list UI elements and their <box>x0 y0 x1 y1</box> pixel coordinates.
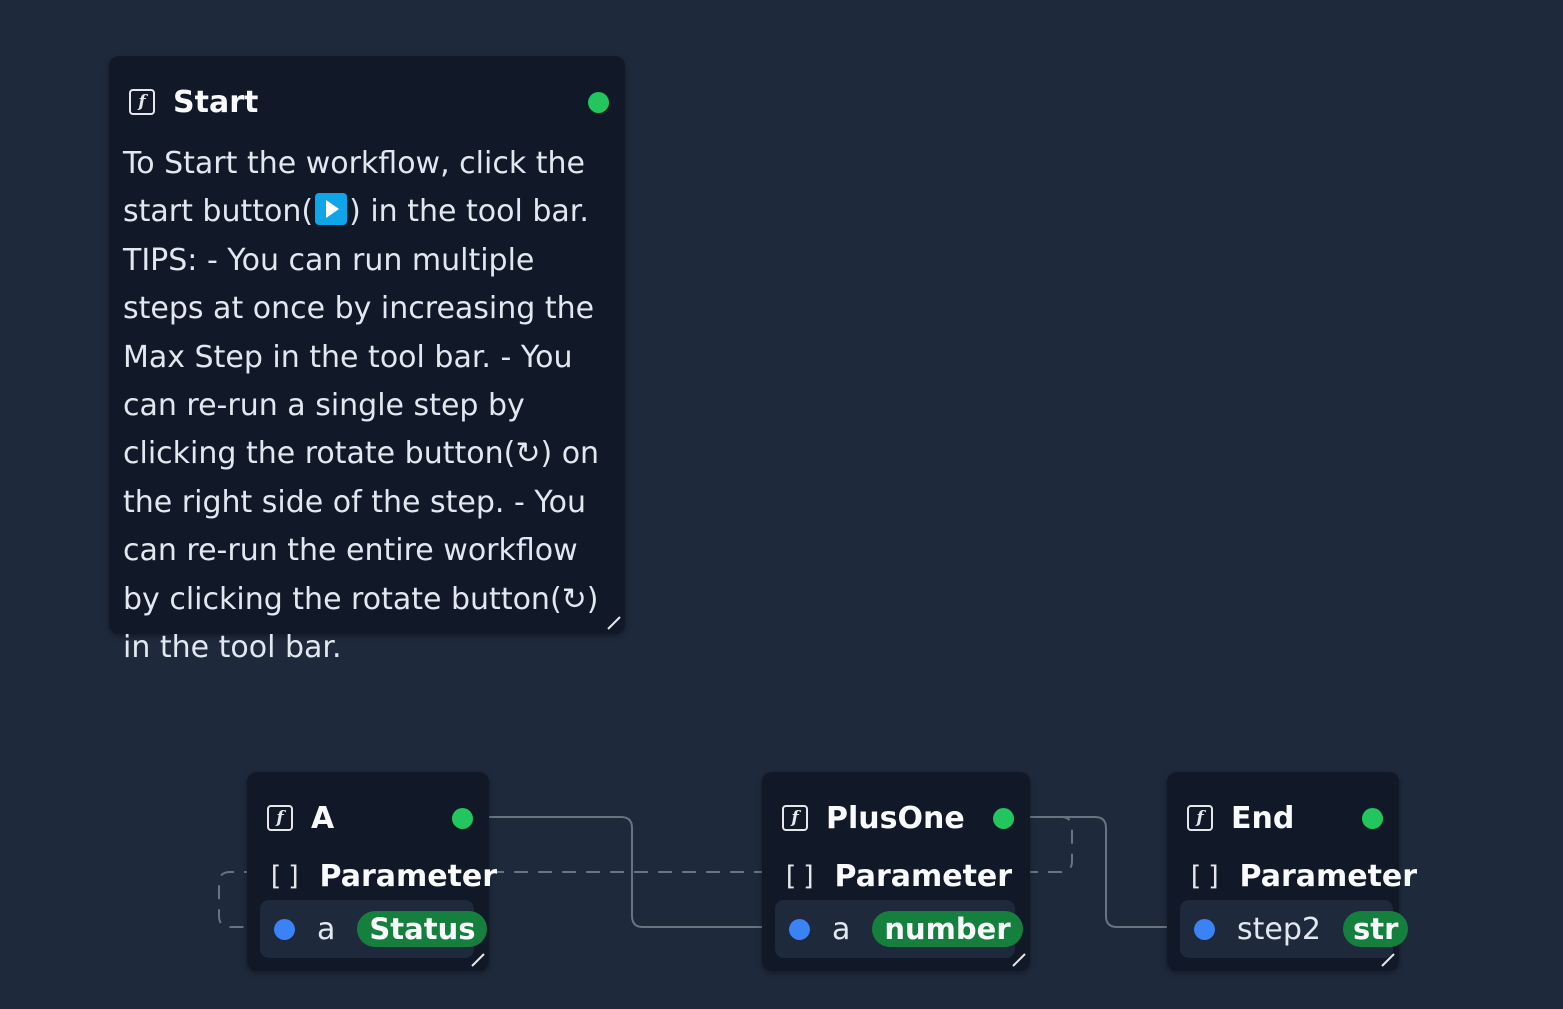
input-row[interactable]: a Status <box>260 900 488 958</box>
parameter-header: [] Parameter <box>782 856 1012 896</box>
input-name: step2 <box>1237 911 1321 947</box>
start-node-description: To Start the workflow, click the start b… <box>123 140 613 672</box>
type-badge: str <box>1342 911 1409 947</box>
node-title: A <box>311 800 335 836</box>
edge-a-to-plusone[interactable] <box>466 816 778 928</box>
node-title: End <box>1231 800 1295 836</box>
resize-handle-icon[interactable] <box>471 953 485 967</box>
parameter-label: Parameter <box>1239 858 1418 894</box>
input-port[interactable] <box>1194 918 1215 940</box>
type-badge: number <box>872 911 1023 947</box>
list-bracket-icon: [] <box>782 860 821 892</box>
function-icon: f <box>129 89 155 115</box>
node-title: Start <box>173 84 259 120</box>
input-name: a <box>832 911 851 947</box>
start-node-header[interactable]: f Start <box>129 84 609 120</box>
parameter-label: Parameter <box>834 858 1013 894</box>
input-row[interactable]: step2 str <box>1180 900 1409 958</box>
play-icon <box>315 193 348 226</box>
end-node-header[interactable]: f End <box>1187 800 1383 836</box>
resize-handle-icon[interactable] <box>607 616 621 630</box>
type-badge: Status <box>357 911 488 947</box>
node-title: PlusOne <box>826 800 965 836</box>
edge-param-loop-plusone <box>1000 816 1073 873</box>
parameter-header: [] Parameter <box>1187 856 1417 896</box>
function-icon: f <box>782 805 808 831</box>
list-bracket-icon: [] <box>1187 860 1226 892</box>
plusone-node[interactable]: f PlusOne [] Parameter a number <box>762 772 1030 971</box>
description-text-part2: ) in the tool bar. TIPS: - You can run m… <box>123 194 600 666</box>
plusone-node-header[interactable]: f PlusOne <box>782 800 1014 836</box>
input-port[interactable] <box>789 918 810 940</box>
resize-handle-icon[interactable] <box>1381 953 1395 967</box>
a-node[interactable]: f A [] Parameter a Status <box>247 772 497 971</box>
description-text-part1: To Start the workflow, click the start b… <box>123 146 585 230</box>
parameter-label: Parameter <box>319 858 498 894</box>
status-indicator[interactable] <box>452 807 473 829</box>
list-bracket-icon: [] <box>267 860 306 892</box>
status-indicator[interactable] <box>993 807 1014 829</box>
input-row[interactable]: a number <box>775 900 1023 958</box>
input-port[interactable] <box>274 918 295 940</box>
end-node[interactable]: f End [] Parameter step2 str <box>1167 772 1417 971</box>
status-indicator <box>588 91 609 113</box>
function-icon: f <box>1187 805 1213 831</box>
parameter-header: [] Parameter <box>267 856 497 896</box>
input-name: a <box>317 911 336 947</box>
a-node-header[interactable]: f A <box>267 800 473 836</box>
start-node[interactable]: f Start To Start the workflow, click the… <box>109 56 625 665</box>
resize-handle-icon[interactable] <box>1012 953 1026 967</box>
function-icon: f <box>267 805 293 831</box>
status-indicator[interactable] <box>1362 807 1383 829</box>
edge-param-loop-a <box>218 871 258 928</box>
edge-plusone-to-end[interactable] <box>1009 816 1182 928</box>
